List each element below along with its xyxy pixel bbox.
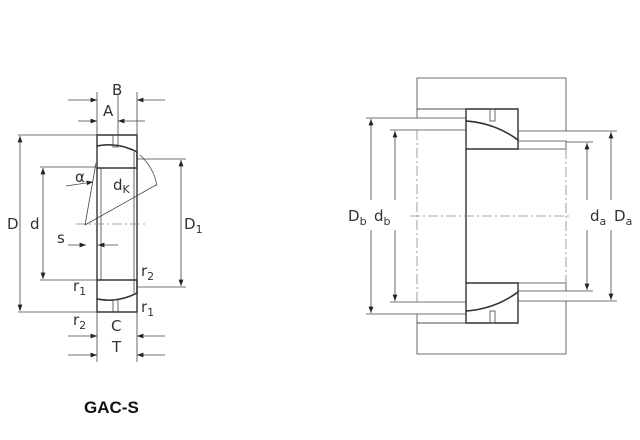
dim-d-label: d — [30, 215, 40, 233]
radius-r1-bottom-label: r1 — [141, 298, 154, 319]
dim-C-label: C — [111, 317, 121, 335]
dim-B-label: B — [112, 81, 122, 99]
dim-s-label: s — [57, 229, 65, 247]
dim-T-label: T — [111, 338, 122, 356]
radius-r1-label: r1 — [73, 277, 86, 298]
dim-A-label: A — [103, 102, 114, 120]
radius-r2-label: r2 — [141, 262, 154, 283]
mounting-section-view: Db db da Da — [348, 77, 632, 355]
bearing-section-view: B A D d α dK s D1 r1 r2 r2 r1 C T — [7, 81, 203, 362]
dim-D-label: D — [7, 215, 19, 233]
dim-Da-label: Da — [614, 207, 632, 228]
radius-r2-bottom-label: r2 — [73, 311, 86, 332]
dim-da-label: da — [590, 207, 606, 228]
dim-D1-label: D1 — [184, 215, 203, 236]
angle-alpha-label: α — [75, 168, 85, 186]
product-designation: GAC-S — [84, 398, 139, 417]
dim-db-label: db — [374, 207, 391, 228]
dim-Db-label: Db — [348, 207, 367, 228]
dim-dK-label: dK — [113, 176, 131, 196]
